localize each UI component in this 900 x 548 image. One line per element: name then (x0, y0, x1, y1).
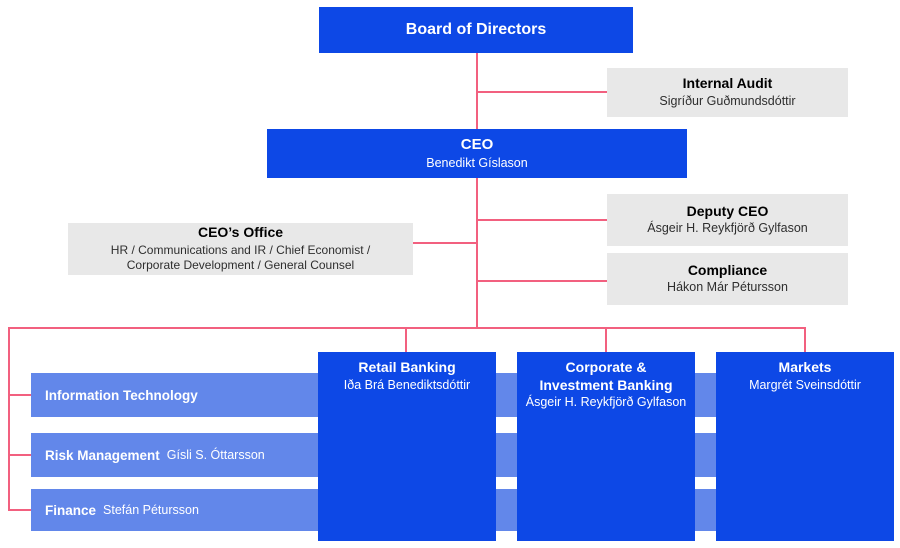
bar-name: Gísli S. Óttarsson (166, 448, 265, 462)
connector-to-risk-management (8, 454, 31, 456)
bar-title: Information Technology (45, 387, 198, 403)
node-markets: Markets Margrét Sveinsdóttir (716, 352, 894, 541)
node-title: Corporate & Investment Banking (539, 359, 673, 393)
node-board-of-directors: Board of Directors (319, 7, 633, 53)
node-person: Hákon Már Pétursson (667, 280, 788, 295)
node-internal-audit: Internal Audit Sigríður Guðmundsdóttir (607, 68, 848, 117)
connector-to-deputy-ceo (477, 219, 607, 221)
connector-left-vertical (8, 327, 10, 510)
connector-drop-markets (804, 329, 806, 352)
node-title: Markets (778, 359, 832, 375)
bar-name: Stefán Pétursson (103, 503, 199, 517)
connector-main-horizontal (8, 327, 806, 329)
connector-to-information-technology (8, 394, 31, 396)
node-person: Margrét Sveinsdóttir (749, 377, 861, 392)
node-title: CEO’s Office (197, 224, 284, 241)
connector-to-ceos-office (413, 242, 477, 244)
connector-ceo-to-main (476, 178, 478, 329)
node-title: Internal Audit (682, 75, 773, 92)
node-ceo: CEO Benedikt Gíslason (267, 129, 687, 178)
connector-drop-retail-banking (405, 329, 407, 352)
node-title: Retail Banking (358, 359, 456, 375)
node-title: Board of Directors (405, 21, 547, 38)
node-retail-banking: Retail Banking Iða Brá Benediktsdóttir (318, 352, 496, 541)
node-person: Ásgeir H. Reykfjörð Gylfason (647, 221, 808, 236)
node-person: Benedikt Gíslason (426, 155, 528, 170)
node-ceos-office: CEO’s Office HR / Communications and IR … (68, 223, 413, 275)
node-person: Ásgeir H. Reykfjörð Gylfason (525, 395, 687, 409)
node-title: CEO (460, 135, 494, 153)
node-title: Compliance (687, 261, 768, 278)
node-person: Sigríður Guðmundsdóttir (659, 93, 796, 108)
node-corporate-investment-banking: Corporate & Investment Banking Ásgeir H.… (517, 352, 695, 541)
connector-to-internal-audit (477, 91, 607, 93)
node-subtitle: HR / Communications and IR / Chief Econo… (110, 242, 371, 273)
node-deputy-ceo: Deputy CEO Ásgeir H. Reykfjörð Gylfason (607, 194, 848, 246)
connector-to-finance (8, 509, 31, 511)
bar-title: Risk Management (45, 447, 160, 463)
node-person: Iða Brá Benediktsdóttir (343, 377, 471, 392)
bar-title: Finance (45, 502, 97, 518)
node-title: Deputy CEO (686, 202, 769, 219)
connector-drop-corporate-investment-banking (605, 329, 607, 352)
node-compliance: Compliance Hákon Már Pétursson (607, 253, 848, 305)
connector-to-compliance (477, 280, 607, 282)
